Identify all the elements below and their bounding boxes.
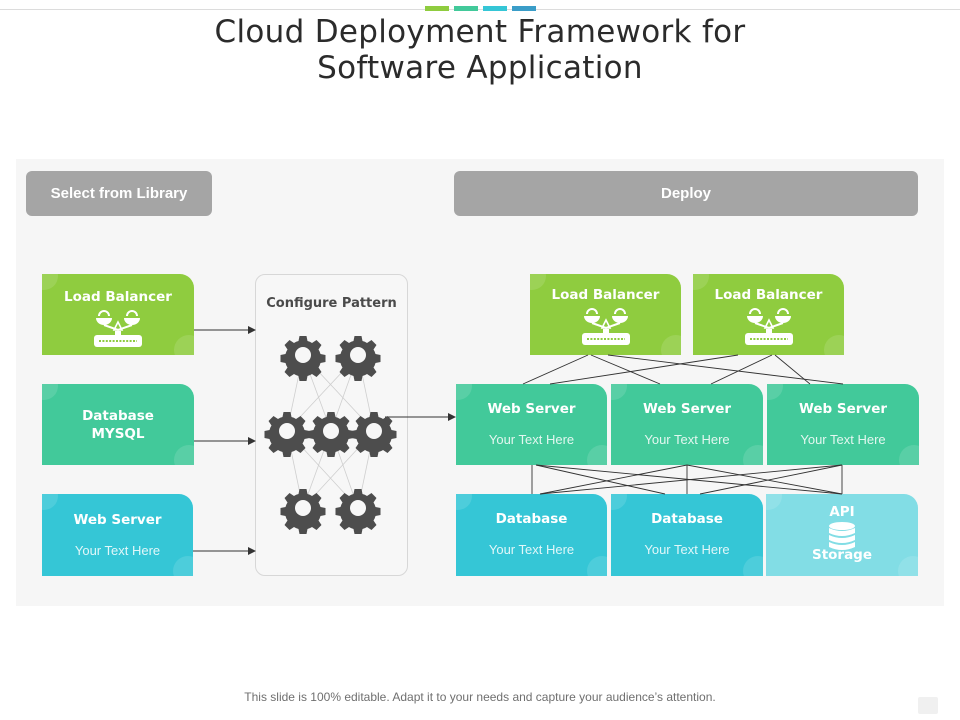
deploy-web-server-3-text: Your Text Here [800, 432, 886, 447]
scale-router-icon [744, 308, 793, 345]
accent-bar-cyan [483, 6, 507, 11]
database-stack-icon [829, 522, 855, 550]
deploy-web-server-1[interactable]: Web Server Your Text Here [456, 384, 607, 465]
deploy-web-server-2-title: Web Server [642, 401, 732, 417]
deploy-database-1-text: Your Text Here [488, 542, 575, 557]
library-web-server-title: Web Server [73, 512, 162, 528]
library-database-title: Database [82, 408, 154, 424]
title-line-2: Software Application [317, 50, 643, 86]
library-database-mysql[interactable]: Database MYSQL [42, 384, 194, 465]
deploy-header[interactable]: Deploy [454, 171, 918, 216]
deploy-web-server-3[interactable]: Web Server Your Text Here [767, 384, 919, 465]
title-line-1: Cloud Deployment Framework for [214, 14, 746, 50]
library-web-server[interactable]: Web Server Your Text Here [42, 494, 193, 576]
library-load-balancer-title: Load Balancer [64, 289, 172, 305]
scale-router-icon [94, 310, 142, 347]
footer-note: This slide is 100% editable. Adapt it to… [244, 690, 716, 704]
slide-title: Cloud Deployment Framework for Software … [0, 14, 960, 86]
accent-bar-blue [512, 6, 536, 11]
deploy-web-server-2[interactable]: Web Server Your Text Here [611, 384, 763, 465]
accent-bar-green [425, 6, 449, 11]
select-from-library-header[interactable]: Select from Library [26, 171, 212, 216]
deploy-web-server-3-title: Web Server [798, 401, 888, 417]
deploy-web-server-1-title: Web Server [487, 401, 576, 417]
deploy-database-2[interactable]: Database Your Text Here [611, 494, 763, 576]
deploy-label: Deploy [660, 185, 711, 202]
deploy-api-title: API [829, 504, 855, 520]
deploy-load-balancer-2-title: Load Balancer [714, 287, 823, 303]
library-web-server-text: Your Text Here [74, 543, 161, 558]
accent-bars [425, 6, 536, 11]
top-rule [0, 9, 960, 10]
corner-tab [918, 697, 938, 714]
select-from-library-label: Select from Library [50, 185, 188, 202]
deploy-storage-title: Storage [811, 547, 873, 563]
deploy-database-1[interactable]: Database Your Text Here [456, 494, 607, 576]
deploy-database-2-text: Your Text Here [644, 542, 730, 557]
scale-router-icon [581, 308, 630, 345]
configure-pattern-title: Configure Pattern [266, 296, 397, 311]
deploy-load-balancer-1-title: Load Balancer [551, 287, 660, 303]
accent-bar-teal [454, 6, 478, 11]
deploy-database-1-title: Database [495, 511, 568, 527]
deploy-web-server-1-text: Your Text Here [488, 432, 575, 447]
deploy-load-balancer-1[interactable]: Load Balancer [530, 274, 681, 355]
deploy-web-server-2-text: Your Text Here [644, 432, 730, 447]
library-database-subtitle: MYSQL [91, 426, 145, 442]
library-load-balancer[interactable]: Load Balancer [42, 274, 194, 355]
configure-pattern-box[interactable]: Configure Pattern [255, 274, 408, 576]
deploy-database-2-title: Database [651, 511, 723, 527]
deploy-load-balancer-2[interactable]: Load Balancer [693, 274, 844, 355]
deploy-api-storage[interactable]: API Storage [766, 494, 918, 576]
